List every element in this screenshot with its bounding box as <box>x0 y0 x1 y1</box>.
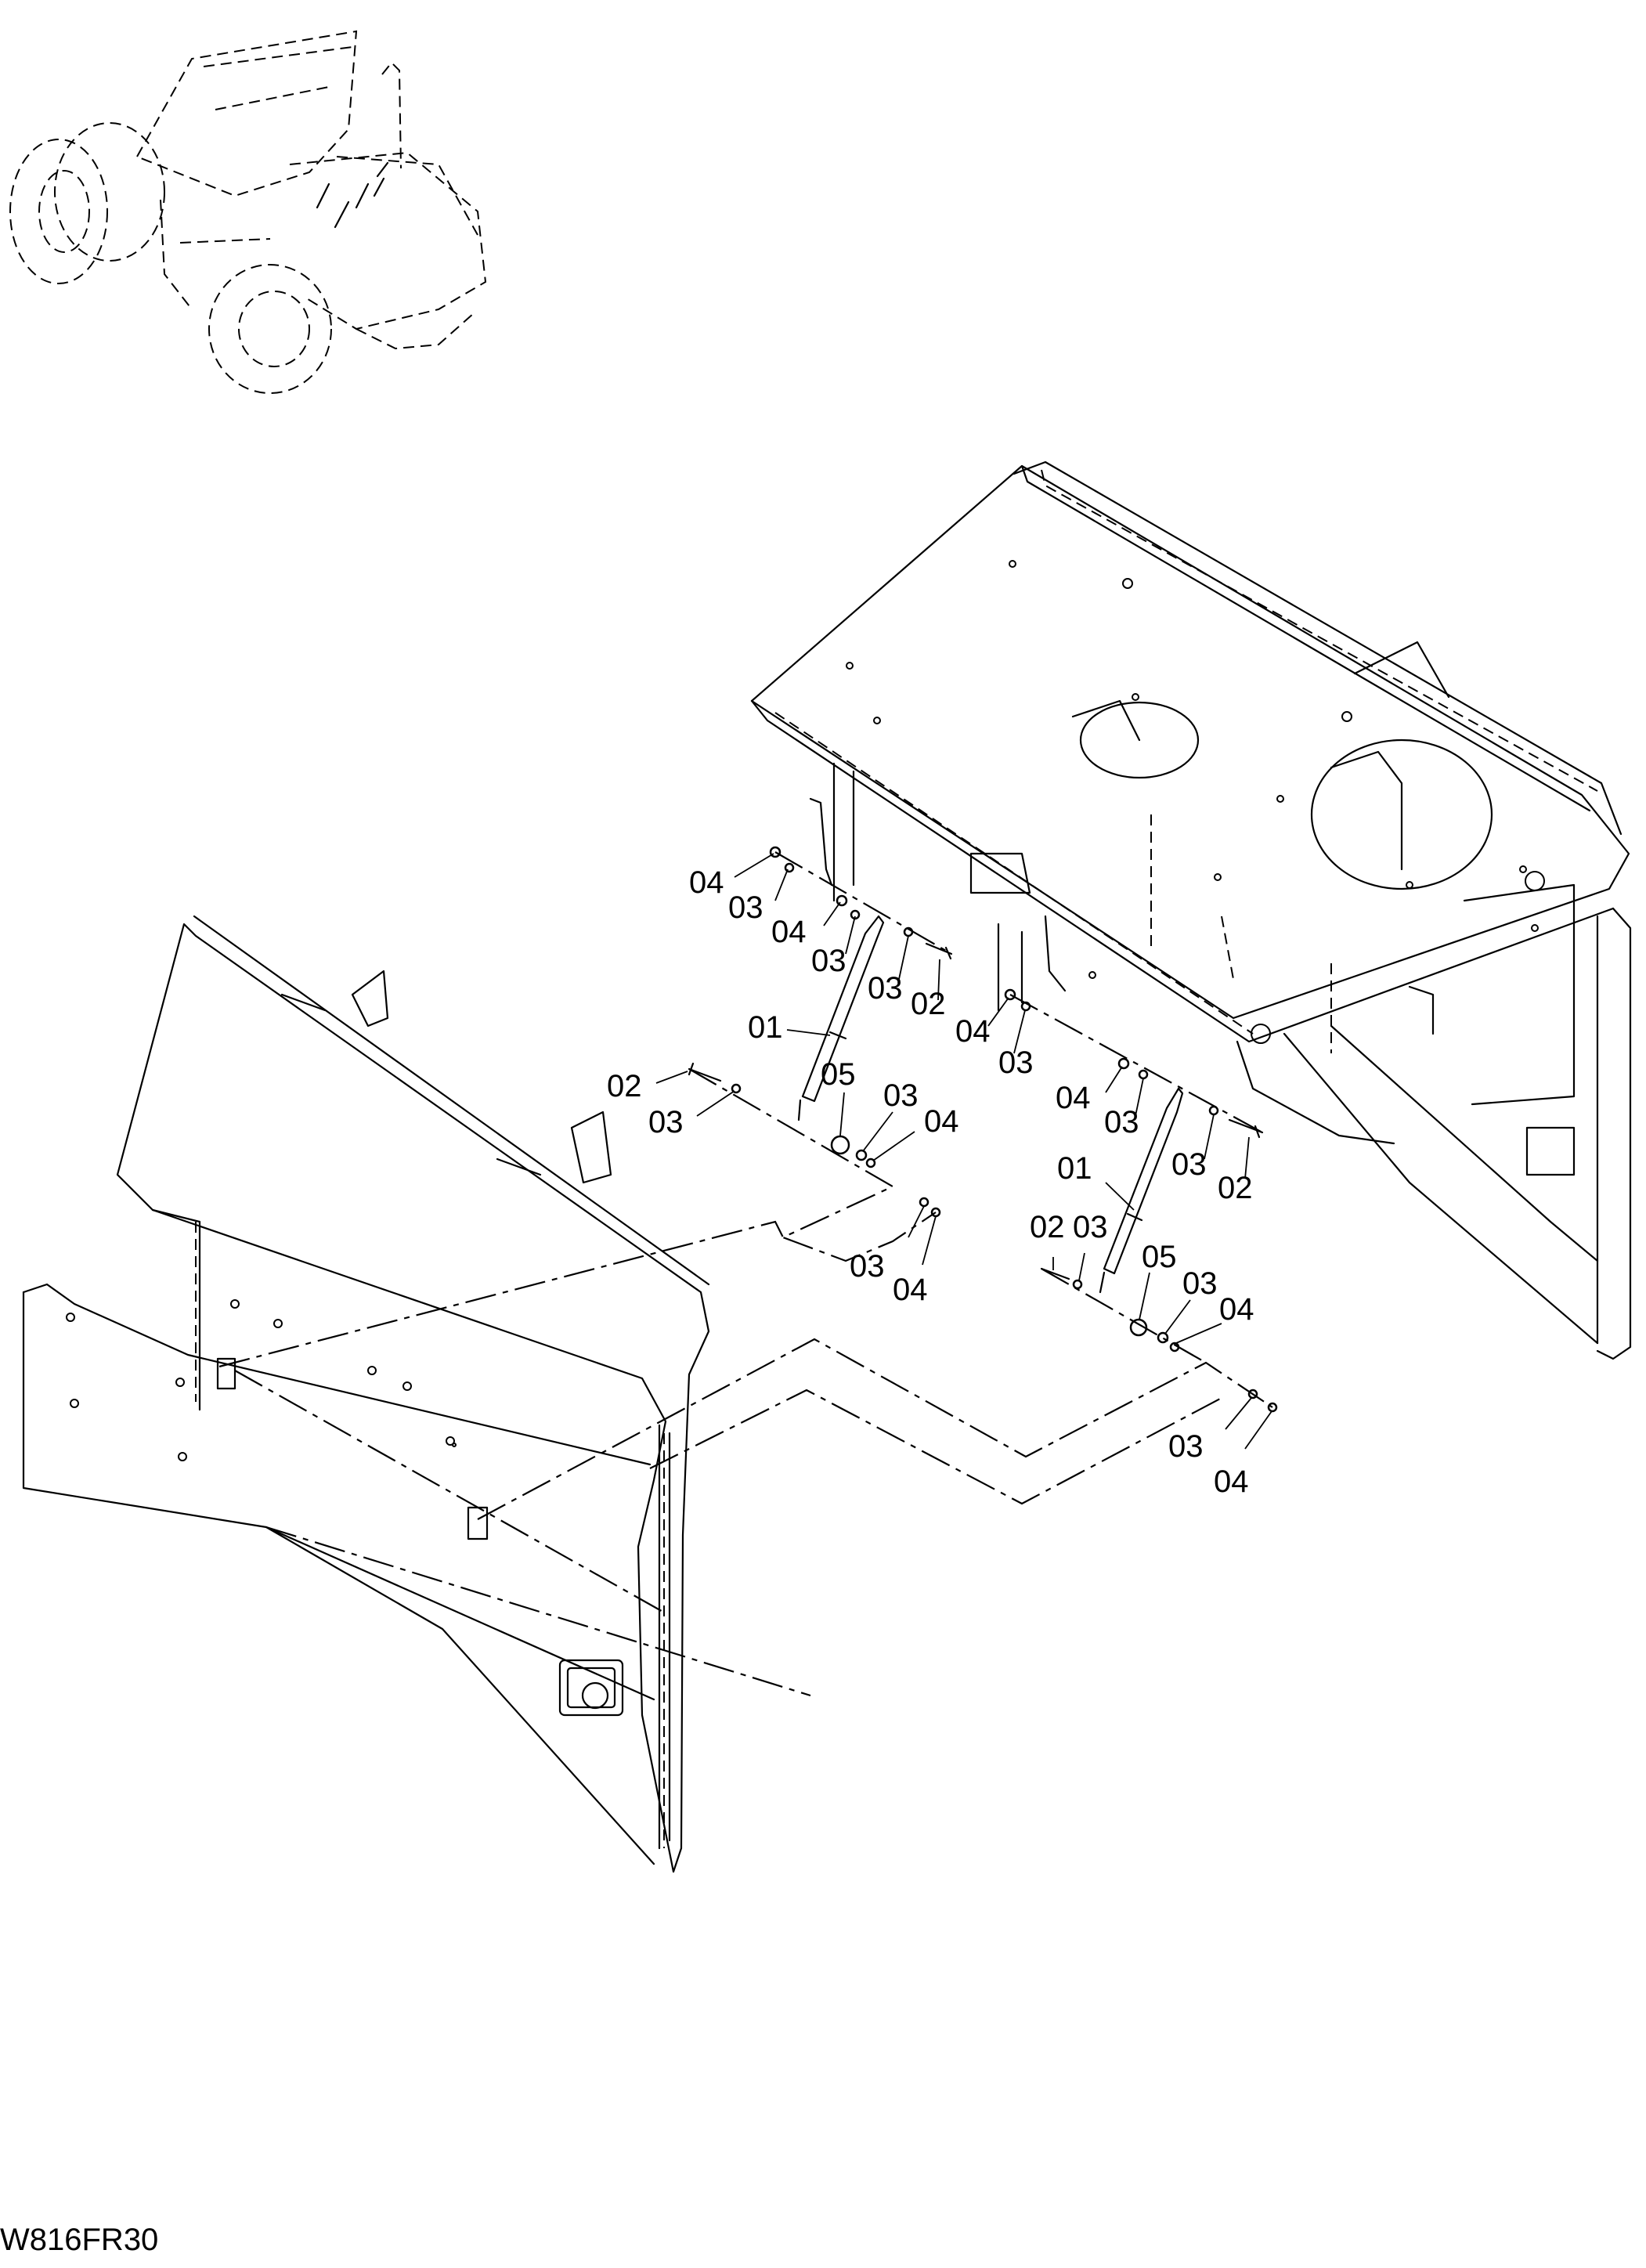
machine-overview-inset <box>9 30 487 394</box>
callout-03: 03 <box>648 1105 684 1139</box>
callout-labels: 04 03 04 03 03 02 01 02 03 05 03 04 03 0… <box>607 865 1254 1499</box>
callout-04: 04 <box>1219 1292 1254 1327</box>
callout-02: 02 <box>607 1069 642 1103</box>
side-door-panel <box>22 915 710 1873</box>
upper-support-frame <box>750 460 1632 1360</box>
assembly-center-lines <box>218 851 1273 1697</box>
callout-02: 02 <box>911 987 946 1021</box>
drawing-code: W816FR30 <box>0 2223 159 2257</box>
callout-05: 05 <box>821 1057 856 1092</box>
callout-01: 01 <box>1057 1151 1092 1186</box>
callout-04: 04 <box>689 865 724 900</box>
callout-02: 02 <box>1218 1171 1253 1205</box>
gas-spring-right <box>1099 1087 1184 1294</box>
callout-05: 05 <box>1142 1240 1177 1274</box>
callout-03: 03 <box>1104 1105 1139 1139</box>
callout-03: 03 <box>811 944 846 978</box>
callout-02: 02 <box>1030 1210 1065 1244</box>
callout-03: 03 <box>868 971 903 1006</box>
callout-03: 03 <box>728 890 763 925</box>
callout-03: 03 <box>998 1046 1034 1080</box>
callout-04: 04 <box>1214 1464 1249 1499</box>
callout-04: 04 <box>955 1014 991 1049</box>
callout-03: 03 <box>1073 1210 1108 1244</box>
gas-spring-left <box>797 915 885 1121</box>
callout-04: 04 <box>771 915 807 949</box>
leader-lines <box>655 853 1272 1450</box>
callout-04: 04 <box>1056 1081 1091 1115</box>
callout-04: 04 <box>924 1104 959 1139</box>
callout-04: 04 <box>893 1273 928 1307</box>
callout-03: 03 <box>883 1078 919 1113</box>
callout-03: 03 <box>850 1249 885 1284</box>
callout-03: 03 <box>1182 1266 1218 1301</box>
callout-03: 03 <box>1171 1147 1207 1182</box>
callout-01: 01 <box>748 1010 783 1045</box>
callout-03: 03 <box>1168 1429 1204 1464</box>
